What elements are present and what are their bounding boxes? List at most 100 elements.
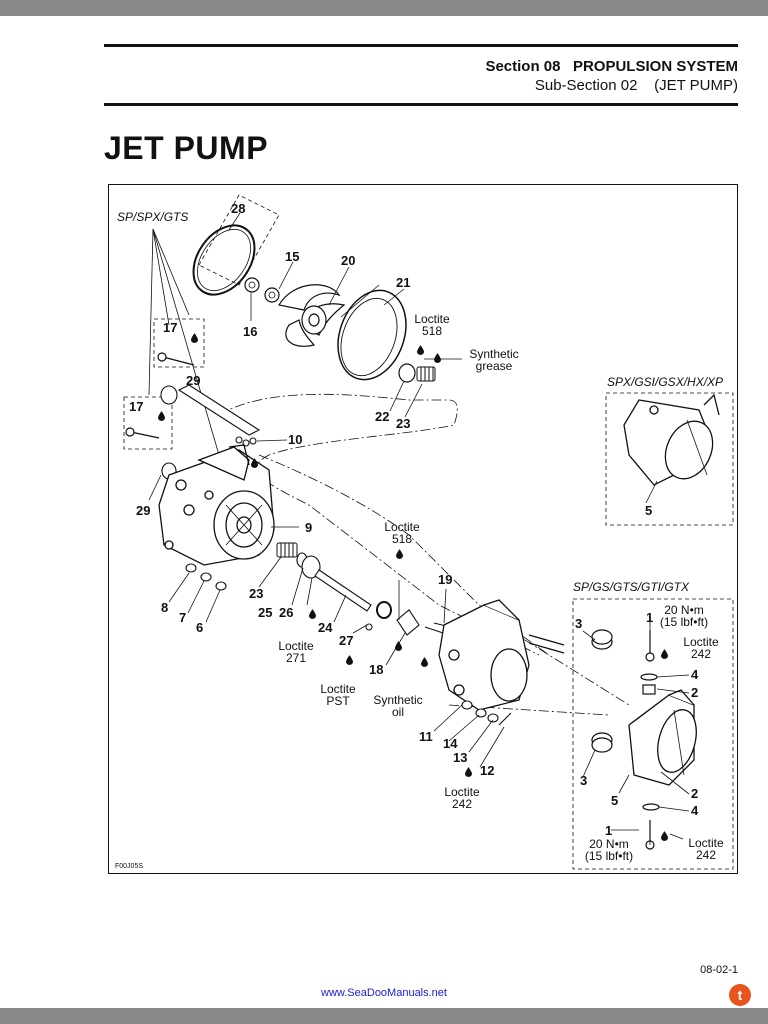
callout-24: 24	[318, 620, 333, 635]
callout-11: 11	[419, 729, 433, 744]
callout-leaders	[148, 212, 690, 845]
callout-4-lower: 4	[691, 803, 699, 818]
callout-25: 25	[258, 605, 272, 620]
header-rule-top	[104, 44, 738, 47]
part-24-shaft	[314, 569, 372, 612]
svg-text:(15 lbf•ft): (15 lbf•ft)	[660, 615, 708, 629]
note-loctite-pst: Loctite	[320, 682, 356, 696]
callout-5-spx: 5	[645, 503, 652, 518]
callout-27: 27	[339, 633, 353, 648]
exploded-diagram: SP/SPX/GTS SPX/GSI/GSX/HX/XP SP/GS/GTS/G…	[108, 184, 738, 874]
callout-28: 28	[231, 201, 245, 216]
part-22-washer	[398, 363, 416, 383]
header-rule-bottom	[104, 103, 738, 106]
part-26-bearing	[301, 555, 321, 579]
callout-8: 8	[161, 600, 168, 615]
part-23-spring-top	[416, 366, 436, 382]
part-21-wear-ring	[337, 284, 407, 381]
part-8-washer	[185, 563, 197, 573]
section-heading: Section 08 PROPULSION SYSTEM	[485, 58, 738, 75]
figure-code: F00J05S	[115, 863, 143, 870]
part-12-screw	[498, 712, 512, 726]
svg-text:271: 271	[286, 651, 306, 665]
note-loctite-242-right-bottom: Loctite	[688, 836, 724, 850]
part-7-washer	[200, 572, 212, 582]
callout-1-lower: 1	[605, 823, 612, 838]
callout-16: 16	[243, 324, 257, 339]
callout-1-upper: 1	[646, 610, 653, 625]
note-loctite-271: Loctite	[278, 639, 314, 653]
callout-3-upper: 3	[575, 616, 582, 631]
note-loctite-518-top: Loctite	[414, 312, 450, 326]
part-20-impeller	[278, 284, 346, 347]
callout-2-upper: 2	[691, 685, 698, 700]
callout-22: 22	[375, 409, 389, 424]
part-5-nozzle-gtx	[628, 689, 697, 786]
adhesive-drop	[191, 333, 198, 343]
callout-15: 15	[285, 249, 299, 264]
note-loctite-242-bottom: Loctite	[444, 785, 480, 799]
callout-23-lower: 23	[249, 586, 263, 601]
part-10-oring	[235, 436, 243, 444]
subsection-heading: Sub-Section 02 (JET PUMP)	[534, 77, 738, 94]
part-29-bushing-upper	[160, 385, 178, 405]
callout-9: 9	[305, 520, 312, 535]
svg-text:242: 242	[452, 797, 472, 811]
callout-17-upper: 17	[163, 320, 177, 335]
svg-text:(15 lbf•ft): (15 lbf•ft)	[585, 849, 633, 863]
note-synthetic-grease: Synthetic	[469, 347, 518, 361]
svg-text:518: 518	[392, 532, 412, 546]
part-28-ring	[192, 224, 256, 296]
callout-10: 10	[288, 432, 302, 447]
venturi-housing	[438, 599, 565, 711]
shaft-tube	[177, 384, 261, 436]
dashed-group-boxes	[123, 194, 734, 870]
part-18-cover	[396, 609, 420, 636]
note-loctite-242-right-top: Loctite	[683, 635, 719, 649]
svg-text:oil: oil	[392, 705, 404, 719]
part-23-spring-lower	[276, 542, 298, 558]
callout-13: 13	[453, 750, 467, 765]
part-13-washer	[487, 713, 499, 723]
app-badge-icon[interactable]: t	[729, 984, 751, 1006]
callout-4-upper: 4	[691, 667, 699, 682]
svg-text:242: 242	[691, 647, 711, 661]
callout-17-lower: 17	[129, 399, 143, 414]
website-link[interactable]: www.SeaDooManuals.net	[321, 987, 447, 999]
svg-text:242: 242	[696, 848, 716, 862]
model-group-sp-spx-gts: SP/SPX/GTS	[117, 210, 188, 224]
part-27-oring	[376, 601, 392, 619]
part-4-washer-upper	[640, 673, 658, 681]
callout-23-upper: 23	[396, 416, 410, 431]
note-torque-lower: 20 N•m	[589, 837, 629, 851]
model-group-spx-gsi-gsx-hx-xp: SPX/GSI/GSX/HX/XP	[607, 375, 723, 389]
callout-29-lower: 29	[136, 503, 150, 518]
callout-7: 7	[179, 610, 186, 625]
viewer-top-bar	[0, 0, 768, 16]
callout-21: 21	[396, 275, 410, 290]
model-group-sp-gs-gts-gti-gtx: SP/GS/GTS/GTI/GTX	[573, 580, 690, 594]
part-17-bolt-lower	[130, 431, 160, 439]
part-5-nozzle-spx	[623, 393, 720, 486]
callout-2-lower: 2	[691, 786, 698, 801]
part-11-washer	[461, 700, 473, 710]
callout-29-upper: 29	[186, 373, 200, 388]
svg-text:grease: grease	[476, 359, 513, 373]
note-torque-upper: 20 N•m	[664, 603, 704, 617]
callout-26: 26	[279, 605, 293, 620]
page-number: 08-02-1	[700, 964, 738, 976]
callout-19: 19	[438, 572, 452, 587]
part-2-spacer-upper	[642, 684, 656, 695]
callout-6: 6	[196, 620, 203, 635]
callout-5-gtx: 5	[611, 793, 618, 808]
callout-14: 14	[443, 736, 458, 751]
callout-20: 20	[341, 253, 355, 268]
callout-12: 12	[480, 763, 494, 778]
callout-3-lower: 3	[580, 773, 587, 788]
viewer-bottom-bar	[0, 1008, 768, 1024]
part-6-nut	[215, 581, 227, 591]
svg-text:518: 518	[422, 324, 442, 338]
callout-18: 18	[369, 662, 383, 677]
part-4-washer-lower	[642, 803, 660, 811]
part-9-pump-housing	[158, 444, 275, 566]
